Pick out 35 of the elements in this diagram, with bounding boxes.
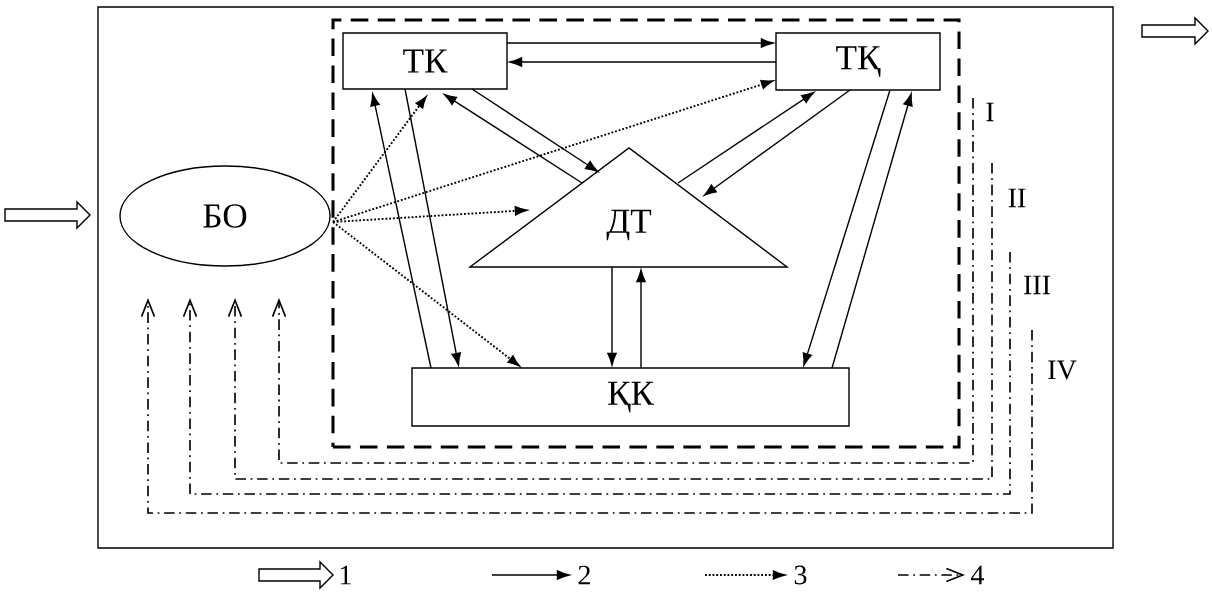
process-box: ҚК — [411, 367, 850, 427]
dotted-arrow — [332, 221, 520, 367]
dashed-boundary — [331, 18, 961, 449]
legend-entry: 2 — [491, 565, 590, 585]
legend-entry: 4 — [897, 565, 985, 585]
feedback-arrow — [227, 162, 993, 480]
dotted-arrow — [332, 206, 527, 223]
arrow — [370, 93, 432, 369]
feedback-arrow — [140, 298, 1033, 514]
arrow — [443, 94, 583, 184]
frame-box — [97, 6, 1114, 549]
arrow — [471, 88, 599, 172]
process-box: ТҚ — [775, 32, 941, 91]
arrow — [506, 38, 774, 48]
arrow — [703, 89, 851, 196]
edge-label: II — [1008, 188, 1026, 208]
arrow — [607, 266, 617, 366]
dotted-arrow — [332, 96, 427, 223]
arrow — [404, 88, 461, 366]
arrow — [802, 89, 891, 366]
arrow — [831, 93, 913, 369]
arrow — [636, 269, 646, 369]
edge-label: III — [1023, 275, 1051, 295]
feedback-arrow — [182, 251, 1011, 495]
legend-entry: 3 — [704, 565, 807, 585]
process-box: ТК — [342, 32, 508, 90]
feedback-arrow — [271, 97, 974, 464]
arrow — [677, 92, 815, 184]
block-arrow — [4, 200, 91, 230]
edge-label: I — [986, 102, 994, 122]
legend-entry: 1 — [258, 560, 351, 590]
arrow — [509, 57, 777, 67]
block-arrow — [1141, 16, 1209, 46]
edge-label: IV — [1048, 360, 1077, 380]
ellipse-node: БО — [119, 165, 331, 267]
